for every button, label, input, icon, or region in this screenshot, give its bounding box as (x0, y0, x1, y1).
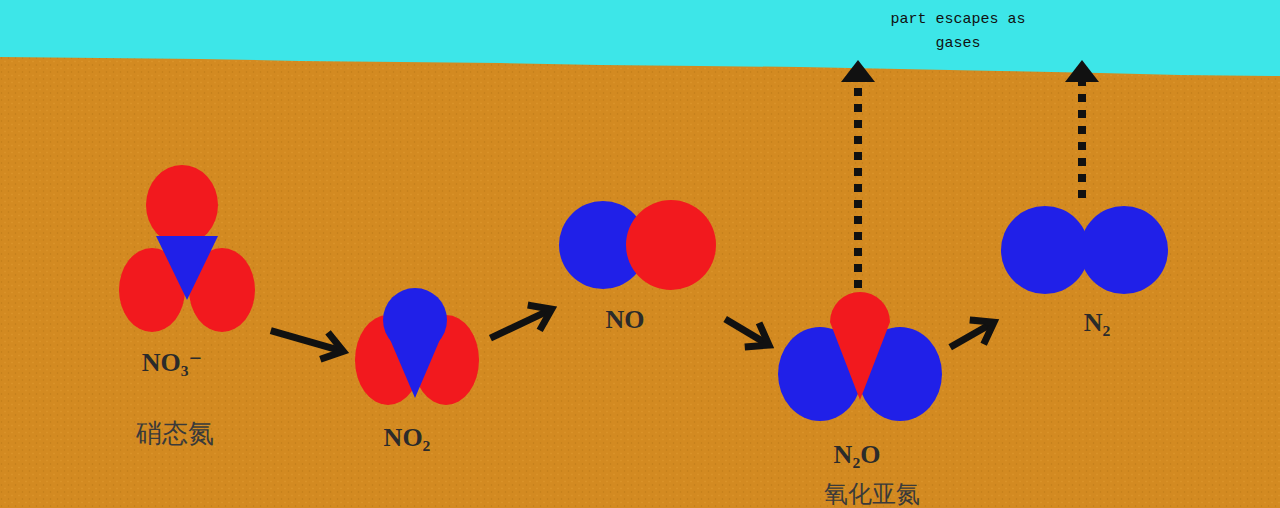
sky-band: part escapes as gases (0, 0, 1280, 62)
atom (830, 292, 890, 400)
nitrite-molecule: NO₂ (350, 285, 485, 460)
reaction-arrow (725, 319, 768, 344)
nitrate-molecule: NO₃⁻ 硝态氮 (115, 160, 265, 455)
atom (1001, 206, 1089, 294)
sky-band (0, 0, 1280, 76)
molecule-picture (775, 290, 945, 508)
label-slot: NO₃⁻ (142, 348, 203, 378)
molecule-picture (115, 160, 265, 455)
nitrous-oxide-molecule: N₂O 氧化亚氮 (775, 290, 945, 508)
formula-label: N₂ (1084, 308, 1111, 338)
formula-label: N₂O (834, 440, 881, 470)
nitrogen-molecule: N₂ (1000, 200, 1170, 340)
chinese-label: 氧化亚氮 (824, 481, 920, 507)
escape-arrow (1078, 70, 1086, 198)
atom (626, 200, 716, 290)
atom (156, 236, 218, 300)
chinese-label: 硝态氮 (136, 418, 214, 448)
label-slot: 硝态氮 (136, 418, 214, 448)
atom (386, 330, 444, 398)
label-slot: NO₂ (384, 423, 431, 453)
label-slot: N₂O (834, 440, 881, 470)
formula-label: NO₂ (384, 423, 431, 453)
formula-label: NO₃⁻ (142, 348, 203, 378)
label-slot: N₂ (1084, 308, 1111, 338)
label-slot: part escapes as gases (888, 8, 1028, 56)
label-slot: NO (606, 305, 645, 335)
atom (146, 165, 218, 245)
reaction-arrow (271, 331, 343, 351)
note-text: part escapes as gases (888, 8, 1028, 56)
label-slot: 氧化亚氮 (824, 481, 920, 507)
reaction-arrow (490, 310, 550, 338)
atom (1080, 206, 1168, 294)
reaction-arrow (950, 323, 993, 348)
escape-arrow (854, 70, 862, 288)
nitric-oxide-molecule: NO (558, 198, 720, 338)
formula-label: NO (606, 305, 645, 335)
